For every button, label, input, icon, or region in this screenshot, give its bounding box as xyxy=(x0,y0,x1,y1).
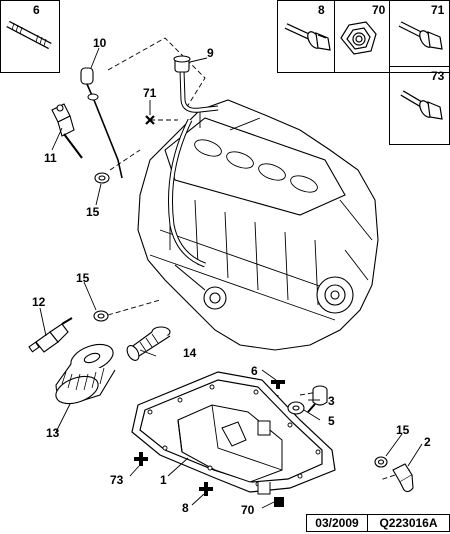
cross-marker-71 xyxy=(145,115,155,125)
sump-washer xyxy=(287,401,305,415)
plus-marker-73 xyxy=(134,452,148,466)
plus-marker-8 xyxy=(199,482,213,496)
oil-adaptor xyxy=(126,326,171,361)
screw-73-icon xyxy=(400,90,443,120)
footer-date: 03/2009 xyxy=(306,514,368,532)
callout-1: 1 xyxy=(160,473,167,487)
box-6-frame xyxy=(0,0,60,73)
oil-filter xyxy=(55,343,116,405)
callout-2: 2 xyxy=(424,435,431,449)
callout-15-lower: 15 xyxy=(396,423,410,437)
box-71-label: 71 xyxy=(431,3,445,17)
seal-ring-top xyxy=(94,172,110,184)
callout-5: 5 xyxy=(328,414,335,428)
oil-level-sensor xyxy=(51,103,83,159)
box-70-label: 70 xyxy=(372,3,386,17)
callout-13: 13 xyxy=(46,426,60,440)
drain-plug xyxy=(392,463,414,493)
square-marker-70 xyxy=(274,497,284,507)
markers xyxy=(134,115,285,507)
dipstick xyxy=(80,67,123,179)
callout-11: 11 xyxy=(44,151,57,165)
screw-71-icon xyxy=(398,21,443,50)
stud-icon xyxy=(6,20,52,50)
callout-70: 70 xyxy=(241,503,255,517)
callout-71: 71 xyxy=(143,86,157,100)
box-8-label: 8 xyxy=(318,3,325,17)
seal-ring-drain xyxy=(374,456,388,468)
engine-block xyxy=(137,99,379,351)
flange-screw-icon xyxy=(284,23,331,51)
oil-pressure-switch xyxy=(28,317,73,353)
flange-nut-icon xyxy=(340,21,377,55)
plus-marker-6 xyxy=(271,375,285,389)
callout-15-top: 15 xyxy=(86,205,100,219)
sump-screw xyxy=(307,385,328,413)
box-73-label: 73 xyxy=(431,69,445,83)
leader-lines xyxy=(39,47,423,509)
dipstick-guide-tube xyxy=(168,55,219,268)
callout-15-middle: 15 xyxy=(76,271,90,285)
callout-10: 10 xyxy=(93,36,107,50)
seal-ring-middle xyxy=(93,310,109,322)
callout-73: 73 xyxy=(110,473,124,487)
oil-sump xyxy=(131,371,336,495)
callout-14: 14 xyxy=(183,346,197,360)
box-6-label: 6 xyxy=(33,3,40,17)
callout-9: 9 xyxy=(207,46,214,60)
callout-3: 3 xyxy=(328,394,335,408)
footer-reference: Q223016A xyxy=(367,514,450,532)
callout-12: 12 xyxy=(32,295,46,309)
callout-8: 8 xyxy=(182,501,189,515)
callout-6: 6 xyxy=(251,364,258,378)
callout-labels: 10 9 71 11 15 15 12 14 13 6 3 5 1 73 8 7… xyxy=(32,36,431,517)
